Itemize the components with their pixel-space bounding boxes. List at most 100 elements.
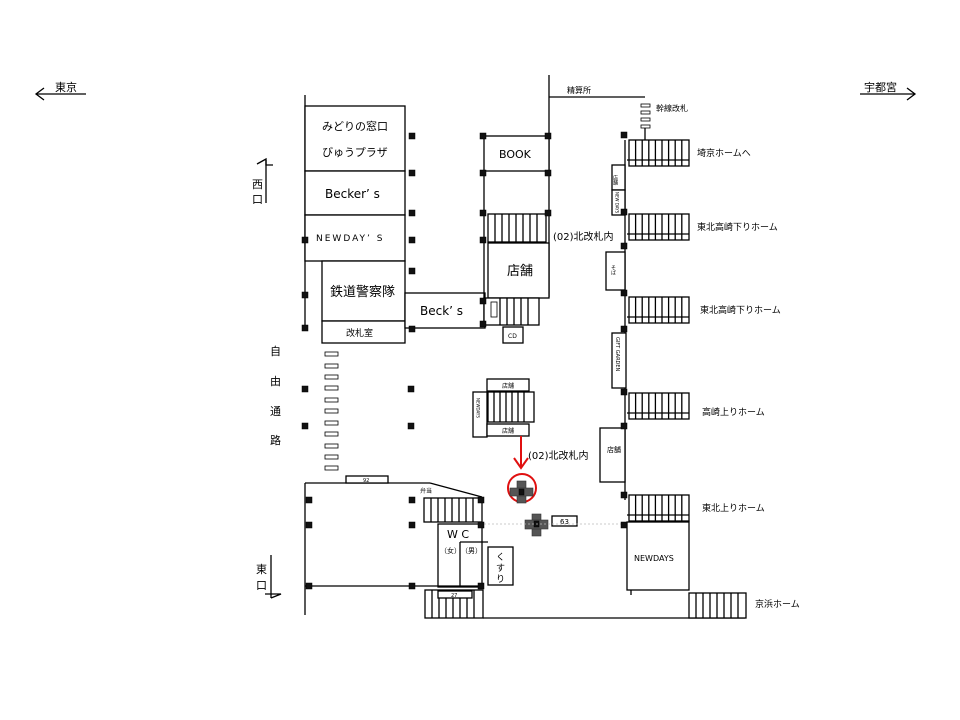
kiosk-shop-label: 店舗: [612, 174, 618, 186]
left-building: みどりの窓口 びゅうプラザ Becker’ s NEWDAY’ S 鉄道警察隊 …: [304, 95, 486, 344]
soba-box: [605, 251, 626, 291]
ad-panel-icon: [301, 324, 309, 332]
free-passage-char: 通: [270, 405, 281, 418]
sign-27-box: [437, 590, 473, 599]
ad-pillar-63: [524, 513, 549, 537]
ad-panel-icon: [301, 385, 309, 393]
ad-panel-icon: [479, 169, 487, 177]
west-exit-marker: 西 口: [252, 157, 273, 206]
small-shop-bottom: [486, 423, 530, 437]
ad-panel-icon: [408, 236, 416, 244]
platform-stair-keihin: [688, 592, 747, 619]
ad-panel-icon: [407, 385, 415, 393]
ad-panel-icon: [477, 496, 485, 504]
midori-madoguchi-label: みどりの窓口: [322, 119, 388, 133]
ad-panel-icon: [408, 582, 416, 590]
center-stairs: [487, 213, 547, 243]
platform-stairs: [627, 139, 747, 619]
shinkansen-gate: 幹線改札: [640, 103, 688, 140]
sign-27-label: 27: [451, 593, 457, 599]
platform-stair: [627, 139, 690, 167]
highlight-label: (02)北改札内: [528, 449, 589, 462]
platform-label-saikyo: 埼京ホームへ: [697, 147, 751, 159]
ad-pillar-highlighted: [509, 480, 534, 504]
platform-label-takasaki-up: 高崎上りホーム: [702, 406, 765, 418]
ad-panel-icon: [620, 388, 628, 396]
small-shop-top-label: 店舗: [502, 382, 514, 390]
ad-panel-icon: [305, 521, 313, 529]
wc-men-label: （男）: [461, 547, 482, 555]
free-passage-char: 由: [270, 374, 281, 388]
ad-panel-icon: [479, 132, 487, 140]
east-exit-char-1: 東: [256, 563, 267, 576]
ad-panel-icon: [305, 582, 313, 590]
ad-panel-icon: [620, 208, 628, 216]
shop-lower-label: 店舗: [607, 445, 621, 454]
ad-panel-icon: [620, 422, 628, 430]
ad-panel-icon: [479, 320, 487, 328]
newdays-vertical-box: [472, 391, 488, 438]
book-label: BOOK: [499, 148, 532, 161]
sign-92-label: 92: [363, 478, 369, 484]
ad-panel-icon: [408, 169, 416, 177]
sign-92-box: [345, 475, 389, 484]
pharmacy-char: く: [496, 553, 505, 563]
platform-label-tohoku-up: 東北上りホーム: [702, 502, 765, 514]
pharmacy-box: [487, 546, 514, 586]
ad-panel-icon: [620, 325, 628, 333]
direction-tokyo: 東京: [34, 80, 86, 101]
midori-madoguchi-box: [304, 105, 406, 172]
ad-panel-icon: [408, 132, 416, 140]
utsunomiya-label: 宇都宮: [864, 80, 897, 94]
wc-label: W C: [447, 528, 469, 541]
north-gate-label: (02)北改札内: [553, 230, 614, 243]
book-box: [483, 135, 550, 172]
free-passage-char: 路: [270, 434, 281, 447]
platform-label-tohoku-takasaki-down-2: 東北高崎下りホーム: [700, 304, 781, 316]
bento-label: 弁当: [420, 487, 432, 495]
newdays-big-box: [626, 521, 690, 591]
ad-panel-icon: [305, 496, 313, 504]
free-passage-label: 自 由 通 路: [270, 345, 281, 447]
east-exit-area: 92 弁当 W C （女） （男） く す り 27: [304, 475, 745, 619]
ad-panel-icon: [544, 169, 552, 177]
small-shop-bottom-label: 店舗: [502, 427, 514, 435]
pharmacy-char: り: [496, 574, 505, 585]
ad-panel-icon: [477, 582, 485, 590]
ad-panel-icon: [620, 521, 628, 529]
ticket-gates: [324, 351, 339, 471]
tokyo-label: 東京: [55, 80, 77, 94]
railway-police-box: [321, 260, 406, 322]
pharmacy-char: す: [496, 563, 505, 574]
direction-utsunomiya: 宇都宮: [860, 80, 917, 101]
ad-panel-icon: [408, 267, 416, 275]
beckers-label: Becker’ s: [325, 187, 380, 201]
highlight-marker: (02)北改札内: [507, 436, 589, 503]
beckers-box: [304, 170, 406, 216]
becks-stairs: [483, 297, 540, 326]
platform-stair: [627, 392, 690, 420]
ad-panel-icon: [477, 521, 485, 529]
gate-office-label: 改札室: [346, 327, 373, 339]
cd-box: [502, 326, 524, 344]
ad-panels: [301, 131, 628, 590]
ad-panel-icon: [620, 289, 628, 297]
wc-women-label: （女）: [440, 546, 461, 555]
shop-lower-box: [599, 427, 626, 483]
ad-panel-icon: [407, 422, 415, 430]
gift-garden-box: [611, 332, 627, 389]
newdays-big-label: NEWDAYS: [634, 554, 674, 563]
gift-garden-label: GIFT GARDEN: [614, 337, 620, 372]
newdays-left-label: NEWDAY’ S: [316, 234, 384, 244]
shinkansen-gate-label: 幹線改札: [656, 103, 688, 113]
free-passage-char: 自: [270, 345, 281, 358]
platform-label-tohoku-takasaki-down-1: 東北高崎下りホーム: [697, 221, 778, 233]
sign-63-box: [551, 515, 578, 527]
ad-panel-icon: [408, 325, 416, 333]
ad-panel-icon: [479, 209, 487, 217]
gate-office-box: [321, 320, 406, 344]
ad-panel-icon: [301, 422, 309, 430]
center-shop-box: [487, 242, 550, 299]
platform-stair: [627, 296, 690, 324]
